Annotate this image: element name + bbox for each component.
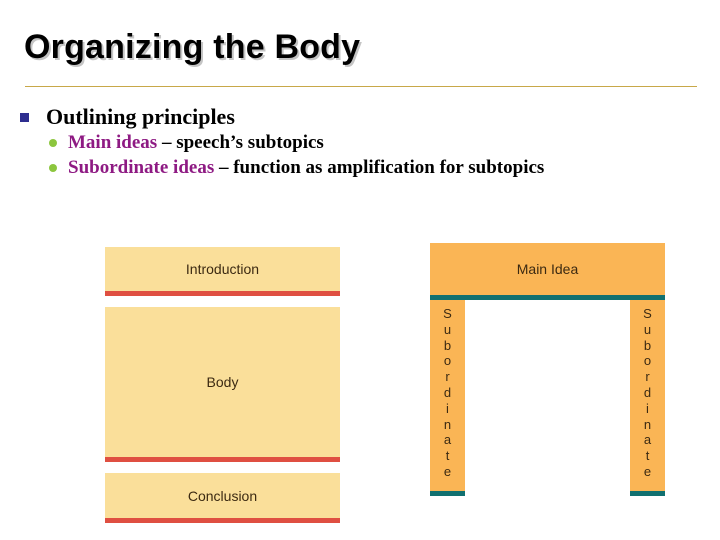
bullet-list: Outlining principles Main ideas – speech… (16, 104, 716, 180)
diagram-box-conclusion: Conclusion (105, 473, 340, 518)
bullet-level1: Outlining principles (16, 104, 716, 130)
bullet-level2-main-ideas: Main ideas – speech’s subtopics (16, 130, 716, 155)
diagram-underline-conclusion (105, 518, 340, 523)
diagram-underline-body (105, 457, 340, 462)
diagram-leg-letter: n (443, 416, 452, 432)
diagram-leg-letter: S (643, 306, 652, 321)
diagram-leg-letter: a (443, 432, 452, 448)
bullet-keyword-main-ideas: Main ideas (68, 132, 158, 153)
bullet-text-subordinate-ideas: – function as amplification for subtopic… (214, 157, 545, 178)
diagram-leg-letter: t (645, 448, 650, 464)
dot-bullet-icon (49, 139, 57, 147)
bullet-text-main-ideas: – speech’s subtopics (157, 132, 324, 153)
diagram-leg-letter: e (643, 463, 652, 479)
diagram-leg-letter: i (646, 400, 649, 416)
diagram-box-main-idea-label: Main Idea (516, 261, 579, 277)
diagram-leg-letter: d (643, 384, 652, 400)
diagram-underline-introduction (105, 291, 340, 296)
bullet-level2-subordinate-ideas: Subordinate ideas – function as amplific… (16, 155, 716, 180)
diagram-box-conclusion-label: Conclusion (187, 487, 258, 504)
diagram-gap (105, 462, 340, 473)
page-title: Organizing the Body (24, 28, 361, 66)
diagram-underline-subordinate-left (430, 491, 465, 496)
diagram-gap (105, 296, 340, 307)
diagram-leg-letter: t (445, 448, 450, 464)
diagram-box-body: Body (105, 307, 340, 457)
diagram-leg-letter: d (443, 384, 452, 400)
dot-bullet-icon (49, 164, 57, 172)
diagram-leg-letter: o (443, 353, 452, 369)
diagram-leg-letter: o (643, 353, 652, 369)
diagram-box-main-idea: Main Idea (430, 243, 665, 295)
diagram-leg-letter: b (443, 337, 452, 353)
diagram-leg-letter: b (643, 337, 652, 353)
square-bullet-icon (20, 113, 29, 122)
diagram-leg-letter: u (643, 321, 652, 337)
speech-structure-diagram: Introduction Body Conclusion (105, 247, 340, 523)
diagram-underline-subordinate-right (630, 491, 665, 496)
bullet-keyword-subordinate-ideas: Subordinate ideas (68, 157, 215, 178)
diagram-underline-main-idea (430, 295, 665, 300)
diagram-leg-letter: a (643, 432, 652, 448)
bullet-level1-label: Outlining principles (46, 104, 235, 129)
diagram-box-introduction: Introduction (105, 247, 340, 291)
diagram-leg-letter: r (445, 369, 450, 385)
diagram-box-body-label: Body (206, 374, 239, 390)
diagram-leg-letter: u (443, 321, 452, 337)
diagram-leg-letter: r (645, 369, 650, 385)
diagram-leg-letter: i (446, 400, 449, 416)
diagram-leg-letter: S (443, 306, 452, 321)
title-divider (25, 86, 697, 87)
diagram-leg-letter: n (643, 416, 652, 432)
diagram-box-introduction-label: Introduction (185, 261, 260, 277)
diagram-leg-letter: e (443, 463, 452, 479)
